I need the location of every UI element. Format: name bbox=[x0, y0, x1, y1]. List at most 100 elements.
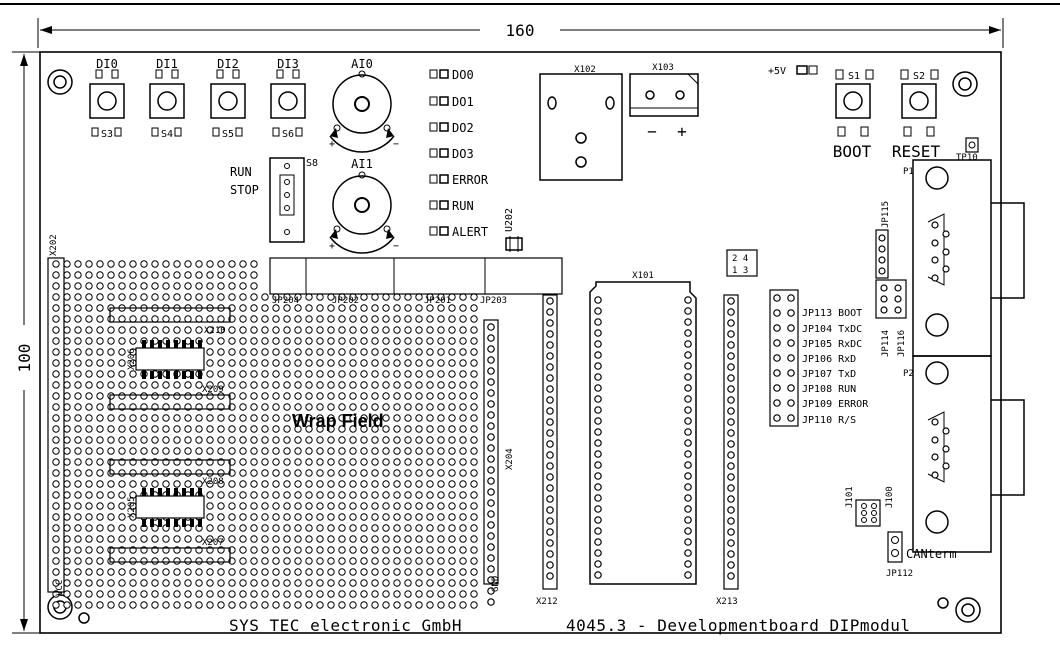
pad-hole bbox=[228, 601, 236, 609]
pad-hole bbox=[250, 447, 258, 455]
pad-hole bbox=[338, 546, 346, 554]
pad-hole bbox=[129, 447, 137, 455]
pad-hole bbox=[96, 590, 104, 598]
pad-hole bbox=[470, 436, 478, 444]
pad-hole bbox=[107, 337, 115, 345]
pad-hole bbox=[206, 315, 214, 323]
pad-hole bbox=[594, 538, 602, 546]
pad-hole bbox=[261, 546, 269, 554]
pad-hole bbox=[448, 513, 456, 521]
pad-hole bbox=[487, 422, 495, 430]
pad-hole bbox=[206, 590, 214, 598]
pad-hole bbox=[415, 315, 423, 323]
pad-hole bbox=[349, 491, 357, 499]
pad-hole bbox=[52, 535, 60, 543]
pad-hole bbox=[184, 260, 192, 268]
pad-hole bbox=[773, 384, 781, 392]
pad-hole bbox=[459, 480, 467, 488]
pad-hole bbox=[404, 447, 412, 455]
pad-hole bbox=[118, 370, 126, 378]
pad-hole bbox=[470, 480, 478, 488]
pad-hole bbox=[727, 561, 735, 569]
pad-hole bbox=[393, 425, 401, 433]
led-list: DO0 DO1 DO2 DO3 ERROR RUN ALERT bbox=[429, 68, 489, 239]
pad-hole bbox=[96, 271, 104, 279]
pad-hole bbox=[426, 425, 434, 433]
pad-hole bbox=[283, 458, 291, 466]
side-jumpers: JP115 JP114 JP116 bbox=[875, 201, 907, 357]
pad-hole bbox=[382, 568, 390, 576]
pad-hole bbox=[594, 428, 602, 436]
pad-hole bbox=[63, 381, 71, 389]
pad-hole bbox=[338, 524, 346, 532]
pad-hole bbox=[338, 557, 346, 565]
pad-hole bbox=[140, 293, 148, 301]
pad-hole bbox=[684, 461, 692, 469]
led-do1-label: DO1 bbox=[452, 95, 474, 109]
pad-hole bbox=[305, 304, 313, 312]
pad-hole bbox=[261, 436, 269, 444]
wrap-holes bbox=[52, 234, 902, 609]
pad-hole bbox=[459, 315, 467, 323]
pad-hole bbox=[684, 560, 692, 568]
pad-hole bbox=[162, 392, 170, 400]
pad-hole bbox=[162, 469, 170, 477]
pad-hole bbox=[228, 535, 236, 543]
pad-hole bbox=[272, 546, 280, 554]
pad-hole bbox=[487, 356, 495, 364]
pad-hole bbox=[787, 414, 795, 422]
pad-hole bbox=[74, 590, 82, 598]
pad-hole bbox=[305, 381, 313, 389]
pad-hole bbox=[195, 557, 203, 565]
pad-hole bbox=[74, 546, 82, 554]
pad-hole bbox=[459, 326, 467, 334]
pad-hole bbox=[487, 378, 495, 386]
chip-pins bbox=[142, 340, 202, 527]
pad-hole bbox=[546, 429, 554, 437]
chip-pin bbox=[150, 340, 154, 348]
pad-hole bbox=[459, 601, 467, 609]
pad-hole bbox=[487, 323, 495, 331]
pad-hole bbox=[727, 484, 735, 492]
pad-hole bbox=[426, 557, 434, 565]
pad-hole bbox=[360, 579, 368, 587]
pad-hole bbox=[327, 392, 335, 400]
pad-hole bbox=[184, 557, 192, 565]
pad-hole bbox=[96, 381, 104, 389]
chip-pin bbox=[150, 519, 154, 527]
pad-hole bbox=[327, 546, 335, 554]
pad-hole bbox=[85, 601, 93, 609]
pad-hole bbox=[316, 557, 324, 565]
pad-hole bbox=[942, 265, 950, 273]
pad-hole bbox=[184, 271, 192, 279]
pad-hole bbox=[206, 469, 214, 477]
pad-hole bbox=[96, 425, 104, 433]
pad-hole bbox=[773, 324, 781, 332]
di3-button: DI3 S6 bbox=[270, 57, 306, 140]
pad-hole bbox=[470, 304, 478, 312]
pad-hole bbox=[250, 337, 258, 345]
pad-hole bbox=[184, 568, 192, 576]
pad-hole bbox=[283, 579, 291, 587]
pad-hole bbox=[871, 503, 877, 509]
pad-hole bbox=[129, 568, 137, 576]
pad-hole bbox=[371, 524, 379, 532]
pad-hole bbox=[415, 447, 423, 455]
jp114-label: JP114 bbox=[881, 330, 891, 357]
pad-hole bbox=[283, 403, 291, 411]
pad-hole bbox=[63, 546, 71, 554]
pad-hole bbox=[426, 370, 434, 378]
chip-pin bbox=[158, 488, 162, 496]
pad-hole bbox=[239, 524, 247, 532]
pad-hole bbox=[96, 546, 104, 554]
pad-hole bbox=[487, 521, 495, 529]
pad-hole bbox=[272, 458, 280, 466]
pad-hole bbox=[773, 399, 781, 407]
pad-hole bbox=[140, 535, 148, 543]
pad-hole bbox=[426, 535, 434, 543]
pad-hole bbox=[349, 568, 357, 576]
pad-hole bbox=[283, 304, 291, 312]
pad-hole bbox=[151, 315, 159, 323]
ai1-potentiometer: AI1 + − bbox=[329, 157, 399, 254]
pad-hole bbox=[96, 359, 104, 367]
